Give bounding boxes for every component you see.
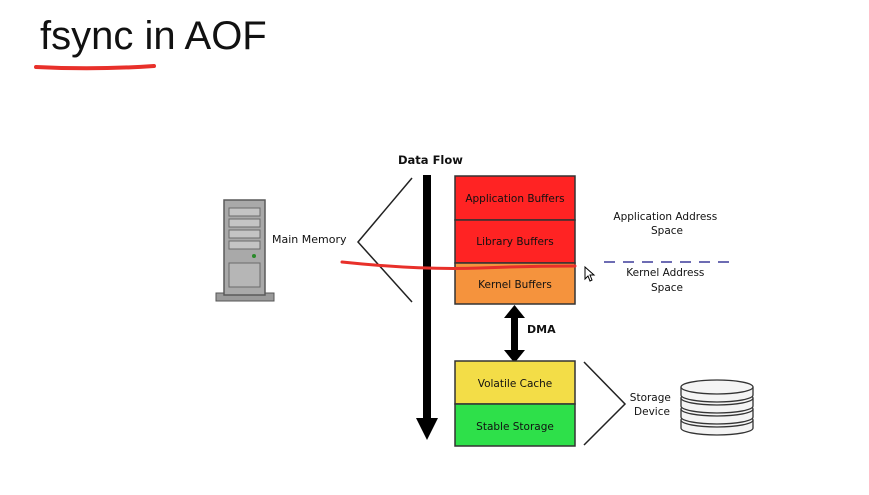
title-rest: in AOF <box>133 14 267 58</box>
handwritten-annotation-line <box>340 260 577 271</box>
library-buffers-label: Library Buffers <box>476 236 553 248</box>
dma-label: DMA <box>527 323 556 336</box>
main-memory-bracket <box>357 177 413 303</box>
kernel-address-space-label: Kernel Address Space <box>626 267 707 294</box>
stable-storage-label: Stable Storage <box>476 421 554 433</box>
dma-double-arrow <box>504 305 525 363</box>
title-fsync: fsync <box>40 14 134 58</box>
storage-device-label: Storage Device <box>630 392 674 418</box>
storage-layer-volatile-cache: Volatile Cache <box>454 360 576 405</box>
data-flow-label: Data Flow <box>398 153 463 167</box>
storage-layer-stable-storage: Stable Storage <box>454 403 576 447</box>
kernel-buffers-label: Kernel Buffers <box>478 279 552 291</box>
memory-layer-library-buffers: Library Buffers <box>454 219 576 264</box>
server-icon <box>215 199 275 302</box>
storage-device-bracket <box>583 361 627 446</box>
disk-stack-icon <box>680 379 754 436</box>
data-flow-arrow <box>416 175 438 440</box>
application-address-space-label: Application Address Space <box>613 211 720 237</box>
memory-layer-application-buffers: Application Buffers <box>454 175 576 221</box>
mouse-cursor-icon <box>584 265 596 282</box>
memory-layer-kernel-buffers: Kernel Buffers <box>454 262 576 305</box>
application-buffers-label: Application Buffers <box>465 193 564 205</box>
volatile-cache-label: Volatile Cache <box>478 378 553 390</box>
title-underline-annotation <box>34 64 156 71</box>
slide-title: fsync in AOF <box>40 14 267 59</box>
main-memory-label: Main Memory <box>272 233 347 246</box>
